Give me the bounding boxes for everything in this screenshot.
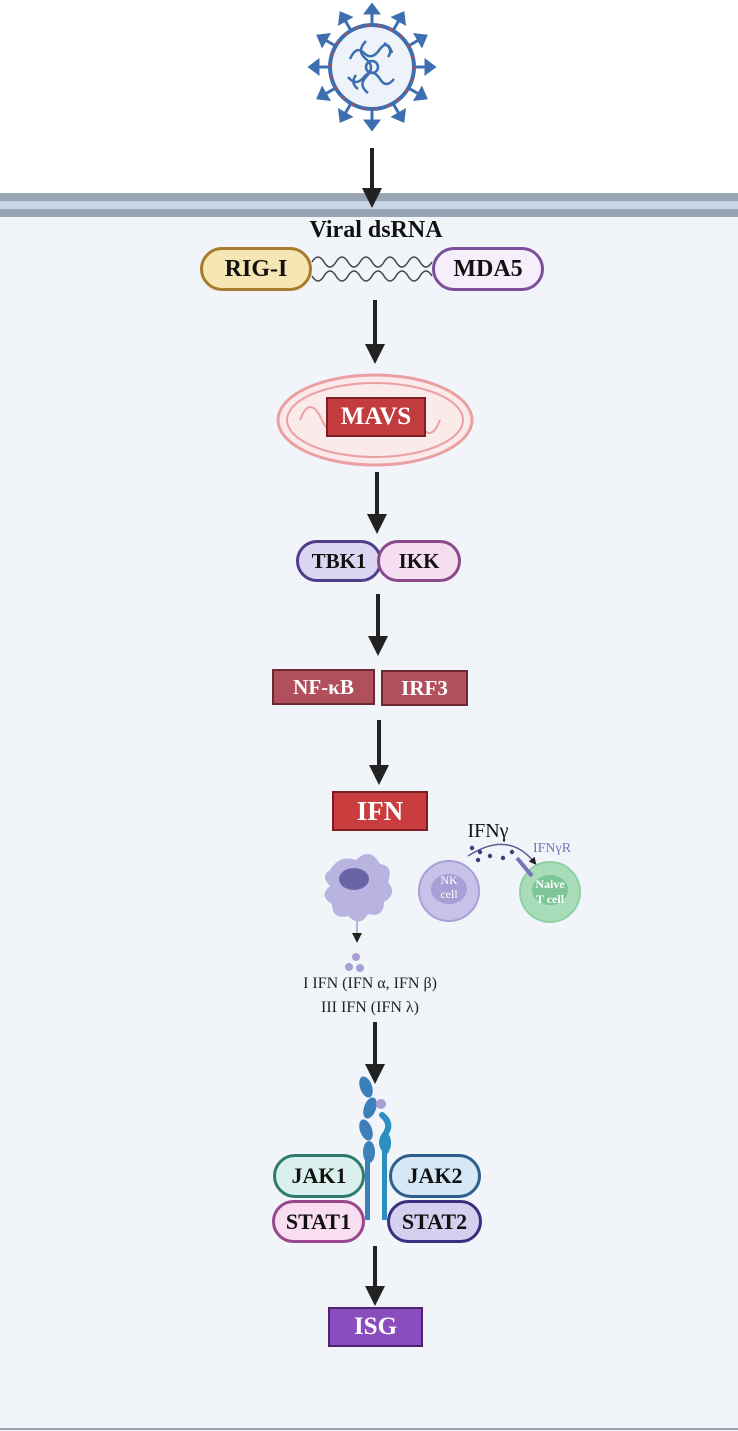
type-iii-ifn-label: III IFN (IFN λ) bbox=[321, 999, 419, 1016]
dsrna-strand bbox=[311, 256, 433, 282]
ifn-node: IFN bbox=[332, 791, 428, 831]
jak2-node: JAK2 bbox=[389, 1154, 481, 1198]
ifn-gamma-secretion bbox=[467, 843, 537, 865]
ifn-gamma-label: IFNγ bbox=[467, 820, 509, 842]
immune-cell-icon bbox=[324, 853, 393, 972]
jak1-node: JAK1 bbox=[273, 1154, 365, 1198]
nk-cell-icon bbox=[418, 860, 480, 922]
nk-cell-label-line2: cell bbox=[440, 887, 458, 901]
tbk1-node: TBK1 bbox=[296, 540, 382, 582]
mda5-node: MDA5 bbox=[432, 247, 544, 291]
rig-i-node: RIG-I bbox=[200, 247, 312, 291]
mavs-node: MAVS bbox=[326, 397, 426, 437]
ikk-node: IKK bbox=[377, 540, 461, 582]
naive-t-cell-label-line1: Naive bbox=[535, 877, 565, 891]
ifn-receptor-icon bbox=[359, 1076, 392, 1220]
nk-cell-label-line1: NK bbox=[440, 873, 458, 887]
ifn-gamma-receptor-label: IFNγR bbox=[532, 841, 572, 856]
viral-dsrna-label: Viral dsRNA bbox=[309, 217, 443, 243]
type-i-ifn-label: I IFN (IFN α, IFN β) bbox=[303, 975, 437, 992]
naive-t-cell-label-line2: T cell bbox=[535, 892, 565, 906]
naive-t-cell-icon bbox=[515, 856, 581, 923]
stat1-node: STAT1 bbox=[272, 1200, 365, 1243]
isg-node: ISG bbox=[328, 1307, 423, 1347]
virus-icon bbox=[307, 2, 437, 132]
irf3-node: IRF3 bbox=[381, 670, 468, 706]
cell-membrane bbox=[0, 193, 738, 217]
nfkb-node: NF-κB bbox=[272, 669, 375, 705]
stat2-node: STAT2 bbox=[387, 1200, 482, 1243]
